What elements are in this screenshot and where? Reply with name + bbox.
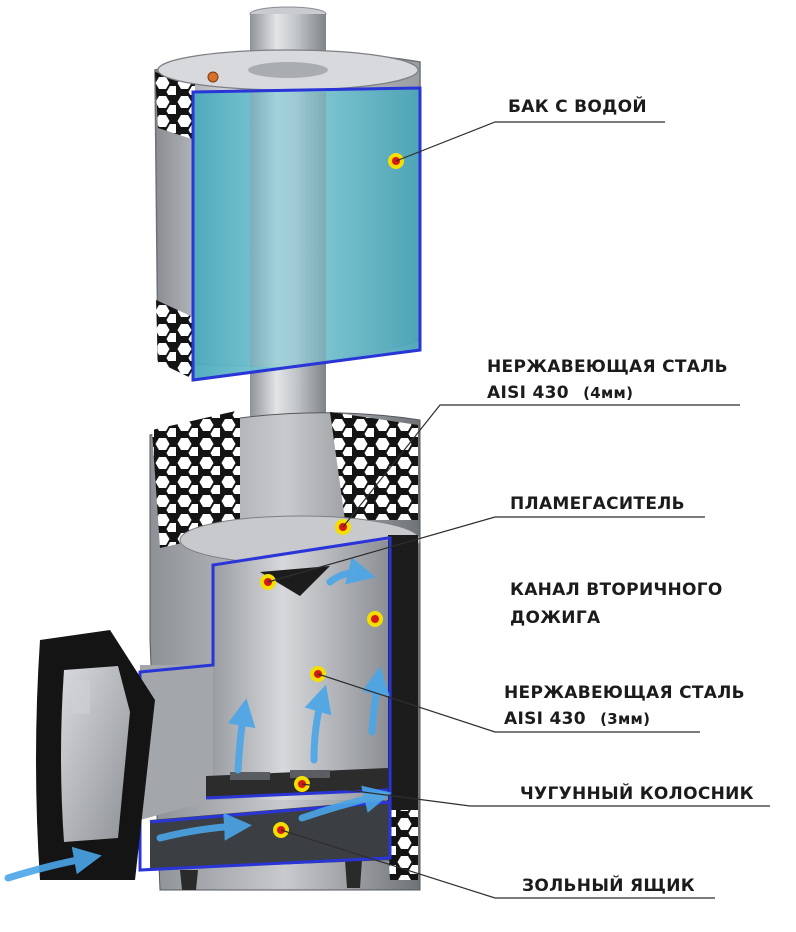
leader-flame-arrester <box>267 516 705 583</box>
label-ash-box: ЗОЛЬНЫЙ ЯЩИК <box>522 874 695 896</box>
airflow-ash-arrow-2 <box>298 785 392 822</box>
stove-body <box>138 410 421 891</box>
tank-grill-bottom <box>156 300 195 380</box>
marker-afterburn-channel <box>367 611 383 627</box>
tank-cut-outline <box>191 86 422 382</box>
airflow-rise-arrow-2 <box>304 684 332 764</box>
leader-ash-box <box>280 829 715 899</box>
door-glass <box>61 666 130 842</box>
callout-labels: БАК С ВОДОЙ НЕРЖАВЕЮЩАЯ СТАЛЬ AISI 430 (… <box>487 95 754 896</box>
label-steel-3mm-grade: AISI 430 <box>504 709 586 729</box>
leader-steel-3mm <box>317 673 700 733</box>
label-grate: ЧУГУННЫЙ КОЛОСНИК <box>520 782 754 804</box>
shell-grill-lower <box>385 795 418 880</box>
airflow-rise-arrow-1 <box>227 698 256 774</box>
leader-water-tank <box>395 121 665 162</box>
shell-grill-right <box>330 412 418 520</box>
airflow-top-arrow <box>326 557 376 586</box>
label-steel-4mm-unit: (4мм) <box>583 384 633 402</box>
water-tank <box>154 49 422 382</box>
airflow-arrows <box>4 557 392 882</box>
leader-lines <box>267 121 770 899</box>
label-steel-3mm-line2: AISI 430 (3мм) <box>504 709 650 729</box>
tank-grill-top <box>155 72 195 140</box>
label-steel-4mm-line1: НЕРЖАВЕЮЩАЯ СТАЛЬ <box>487 357 728 377</box>
airflow-ash-arrow-1 <box>156 812 252 842</box>
label-steel-4mm-line2: AISI 430 (4мм) <box>487 383 633 403</box>
label-afterburn-line2: ДОЖИГА <box>510 608 601 628</box>
label-steel-3mm-unit: (3мм) <box>600 710 650 728</box>
airflow-rise-arrow-3 <box>361 666 390 736</box>
flame-arrester <box>260 566 330 596</box>
leader-steel-4mm <box>342 404 740 528</box>
airflow-intake-arrow <box>4 846 102 882</box>
shell-grill-left <box>152 410 240 548</box>
label-steel-4mm-grade: AISI 430 <box>487 383 569 403</box>
label-steel-3mm-line1: НЕРЖАВЕЮЩАЯ СТАЛЬ <box>504 683 745 703</box>
leader-grate <box>301 783 770 807</box>
tank-valve-icon <box>207 71 219 83</box>
label-flame-arrester: ПЛАМЕГАСИТЕЛЬ <box>510 494 685 514</box>
label-afterburn-line1: КАНАЛ ВТОРИЧНОГО <box>510 580 723 600</box>
label-water-tank: БАК С ВОДОЙ <box>508 95 647 117</box>
firebox-door <box>36 630 155 880</box>
